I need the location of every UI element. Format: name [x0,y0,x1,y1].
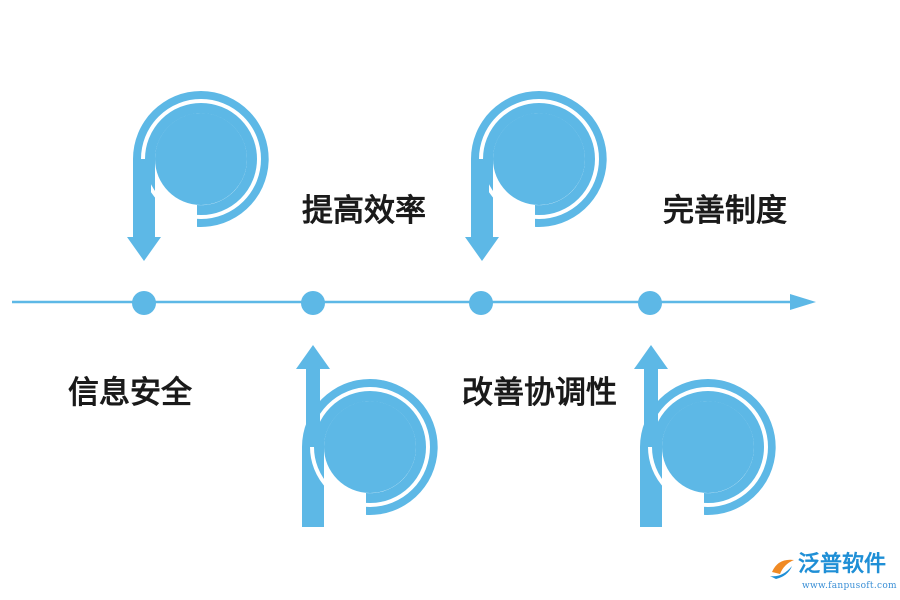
timeline-arrowhead [790,294,816,310]
fanpu-logo-icon [770,559,794,579]
timeline-node-1 [132,291,156,315]
p-loop-down-arrow-icon [463,89,609,263]
watermark-url: www.fanpusoft.com [802,581,897,591]
b-loop-up-arrow-icon [632,343,778,529]
p-loop-down-arrow-icon [125,89,271,263]
watermark: 泛普软件 www.fanpusoft.com [768,552,897,598]
node-label-2: 提高效率 [302,193,426,229]
timeline-node-4 [638,291,662,315]
node-label-3: 改善协调性 [462,375,617,411]
timeline-node-2 [301,291,325,315]
node-label-1: 信息安全 [68,375,192,411]
watermark-name: 泛普软件 [798,552,887,577]
node-label-4: 完善制度 [663,193,787,229]
b-loop-up-arrow-icon [294,343,440,529]
timeline-node-3 [469,291,493,315]
